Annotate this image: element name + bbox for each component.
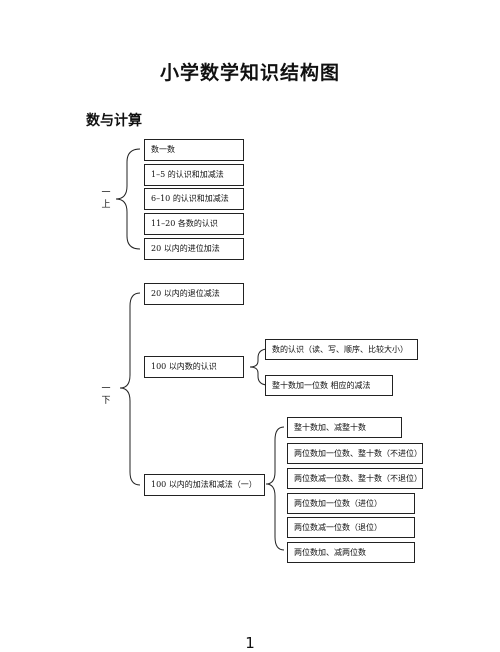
section-heading: 数与计算 [86, 113, 142, 129]
node-lower-c: 100 以内的加法和减法（一） [144, 474, 265, 496]
node-c-child-6: 两位数加、减两位数 [287, 542, 415, 563]
page-title: 小学数学知识结构图 [159, 62, 340, 84]
node-b-child-1: 数的认识（读、写、顺序、比较大小） [265, 339, 418, 360]
node-upper-1: 数一数 [144, 139, 244, 161]
node-lower-b: 100 以内数的认识 [144, 356, 244, 378]
node-b-child-2: 整十数加一位数 相应的减法 [265, 375, 393, 396]
page-number: 1 [245, 634, 255, 652]
node-upper-2: 1–5 的认识和加减法 [144, 164, 244, 186]
node-upper-5: 20 以内的进位加法 [144, 238, 244, 260]
node-lower-a: 20 以内的退位减法 [144, 283, 244, 305]
grade-label-lower: 一 下 [101, 384, 111, 406]
node-upper-4: 11–20 各数的认识 [144, 213, 244, 235]
grade-label-upper: 一 上 [101, 188, 111, 210]
node-c-child-4: 两位数加一位数（进位） [287, 493, 415, 514]
node-c-child-2: 两位数加一位数、整十数（不进位） [287, 443, 423, 464]
node-c-child-1: 整十数加、减整十数 [287, 417, 402, 438]
node-c-child-5: 两位数减一位数（退位） [287, 517, 415, 538]
node-c-child-3: 两位数减一位数、整十数（不退位） [287, 468, 423, 489]
node-upper-3: 6–10 的认识和加减法 [144, 188, 244, 210]
